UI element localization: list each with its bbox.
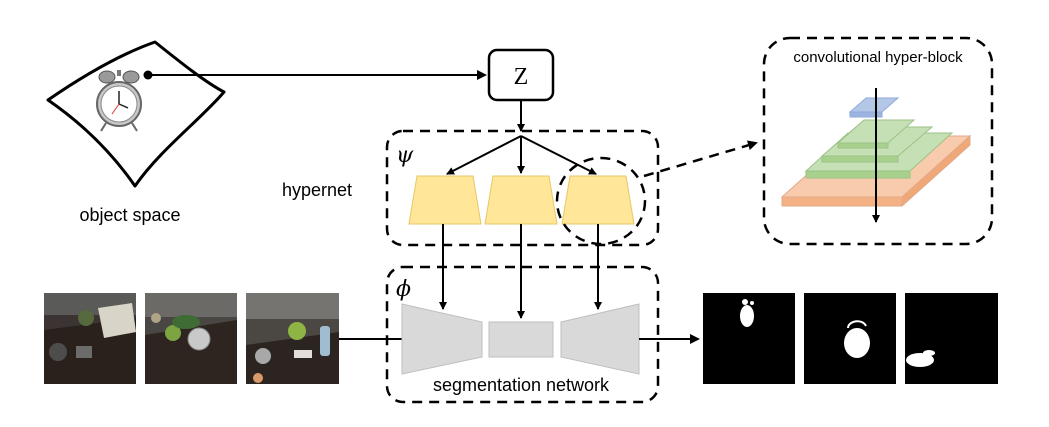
bottleneck-block bbox=[488, 321, 554, 358]
psi-symbol: ψ bbox=[396, 143, 414, 168]
segmentation-box bbox=[385, 265, 660, 404]
conv-layer-stack bbox=[780, 88, 972, 223]
output-mask-2 bbox=[804, 293, 896, 384]
encoder-block bbox=[401, 303, 483, 375]
fan-arrow-left bbox=[446, 135, 522, 175]
input-image-2 bbox=[145, 293, 237, 384]
hyper-block-3 bbox=[561, 175, 635, 225]
hypernet-box bbox=[385, 129, 660, 247]
phi-symbol: ϕ bbox=[396, 277, 411, 302]
zoom-arrow bbox=[643, 140, 758, 178]
zoom-highlight-circle bbox=[555, 156, 647, 246]
segmentation-network-label: segmentation network bbox=[433, 375, 610, 395]
decoder-block bbox=[560, 303, 640, 375]
hyper-block-1 bbox=[408, 175, 482, 225]
z-label: Z bbox=[514, 64, 529, 90]
input-image-3 bbox=[246, 293, 339, 384]
object-space-label: object space bbox=[79, 205, 180, 225]
output-mask-3 bbox=[905, 293, 998, 384]
conv-hyper-block-label: convolutional hyper-block bbox=[793, 49, 963, 66]
fan-arrow-right bbox=[520, 135, 597, 175]
conv-hyper-block-box bbox=[762, 36, 994, 246]
hypernet-label: hypernet bbox=[282, 180, 352, 200]
output-mask-1 bbox=[703, 293, 795, 384]
input-image-1 bbox=[44, 293, 136, 384]
alarm-clock-icon bbox=[96, 70, 142, 132]
hyper-block-2 bbox=[484, 175, 558, 225]
